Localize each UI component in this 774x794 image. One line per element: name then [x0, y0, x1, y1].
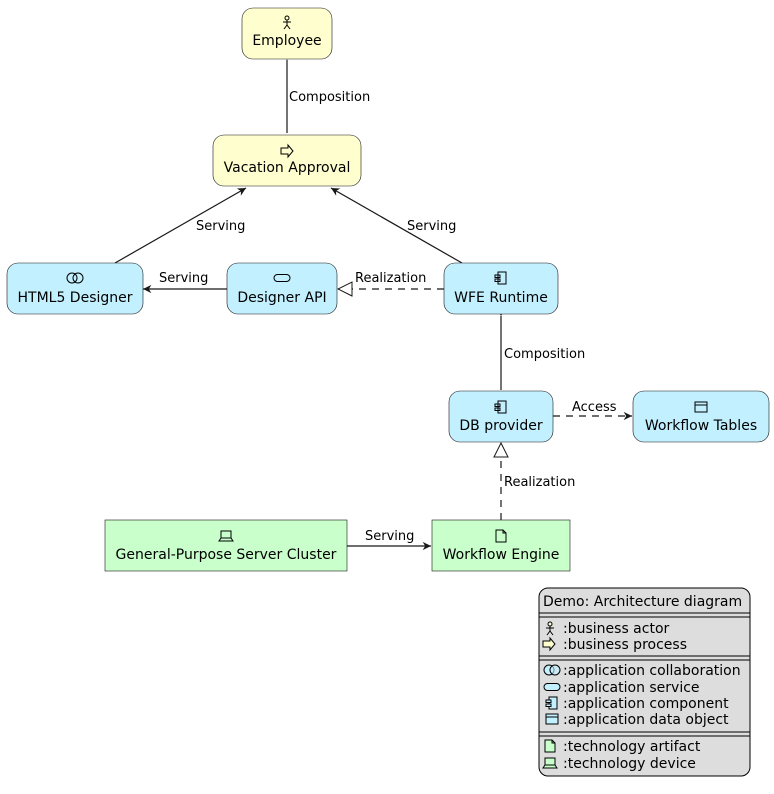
- edge-label-composition: Composition: [289, 90, 370, 105]
- edge-label-realization: Realization: [355, 271, 426, 286]
- node-label: Employee: [252, 33, 321, 49]
- node-workflow-tables[interactable]: Workflow Tables: [632, 390, 770, 443]
- edge-wfe-api: Realization: [338, 271, 444, 289]
- node-html5-designer[interactable]: HTML5 Designer: [6, 262, 144, 315]
- legend-item-application-service: :application service: [543, 680, 700, 696]
- node-server-cluster[interactable]: General-Purpose Server Cluster: [104, 519, 348, 572]
- node-label: WFE Runtime: [454, 290, 548, 306]
- application-data-object-icon: [545, 713, 559, 725]
- legend-item-business-actor: :business actor: [546, 621, 670, 637]
- edge-api-html5: Serving: [143, 271, 227, 294]
- application-component-icon: [494, 271, 507, 285]
- node-wfe-runtime[interactable]: WFE Runtime: [443, 262, 559, 315]
- edge-label-serving: Serving: [196, 219, 245, 234]
- node-label: HTML5 Designer: [17, 290, 132, 306]
- edge-label-composition: Composition: [504, 347, 585, 362]
- edge-label-serving: Serving: [365, 529, 414, 544]
- node-label: General-Purpose Server Cluster: [116, 547, 337, 563]
- application-data-object-icon: [694, 401, 708, 413]
- technology-artifact-icon: [544, 739, 556, 753]
- svg-text::application component: :application component: [563, 696, 729, 712]
- svg-text::application collaboration: :application collaboration: [563, 663, 741, 679]
- legend-item-application-collaboration: :application collaboration: [543, 663, 741, 679]
- svg-text::application data object: :application data object: [563, 712, 729, 728]
- application-service-icon: [543, 683, 561, 691]
- edge-db-tables: Access: [553, 400, 632, 421]
- node-label: Workflow Engine: [443, 547, 560, 563]
- legend-item-application-component: :application component: [545, 696, 729, 712]
- technology-device-icon: [542, 757, 558, 769]
- business-process-icon: [280, 143, 294, 159]
- legend-item-technology-device: :technology device: [542, 756, 696, 772]
- edge-engine-db: Realization: [501, 443, 575, 520]
- legend-item-business-process: :business process: [542, 636, 687, 653]
- technology-device-icon: [218, 530, 234, 542]
- svg-text::business actor: :business actor: [563, 621, 670, 637]
- business-process-icon: [542, 636, 556, 652]
- node-db-provider[interactable]: DB provider: [448, 390, 554, 443]
- legend: Demo: Architecture diagram :business act…: [538, 587, 751, 777]
- node-label: Designer API: [237, 290, 326, 306]
- application-collaboration-icon: [543, 664, 561, 676]
- node-vacation-approval[interactable]: Vacation Approval: [212, 134, 362, 187]
- svg-text::technology artifact: :technology artifact: [563, 739, 701, 755]
- svg-text::technology device: :technology device: [563, 756, 696, 772]
- node-workflow-engine[interactable]: Workflow Engine: [431, 519, 571, 572]
- svg-text::business process: :business process: [563, 637, 687, 653]
- legend-item-technology-artifact: :technology artifact: [544, 739, 701, 755]
- edge-label-serving: Serving: [407, 219, 456, 234]
- legend-item-application-data-object: :application data object: [545, 712, 729, 728]
- node-employee[interactable]: Employee: [241, 7, 333, 60]
- business-actor-icon: [546, 621, 554, 636]
- edge-employee-vacation: Composition: [282, 43, 370, 133]
- svg-text::application service: :application service: [563, 680, 700, 696]
- edge-wfe-db: Composition: [496, 299, 585, 390]
- application-component-icon: [494, 400, 507, 414]
- edge-label-access: Access: [572, 400, 617, 415]
- application-collaboration-icon: [66, 272, 84, 284]
- node-label: Vacation Approval: [224, 160, 351, 176]
- node-label: Workflow Tables: [645, 418, 757, 434]
- edge-label-serving: Serving: [159, 271, 208, 286]
- node-label: DB provider: [459, 418, 542, 434]
- edge-cluster-engine: Serving: [347, 529, 431, 551]
- application-component-icon: [545, 696, 558, 710]
- application-service-icon: [273, 274, 291, 282]
- node-designer-api[interactable]: Designer API: [226, 262, 338, 315]
- legend-title: Demo: Architecture diagram: [543, 594, 742, 610]
- edge-wfe-vacation: Serving: [330, 187, 463, 264]
- technology-artifact-icon: [495, 529, 507, 543]
- business-actor-icon: [283, 15, 291, 30]
- edge-label-realization: Realization: [504, 475, 575, 490]
- edge-html5-vacation: Serving: [114, 187, 247, 264]
